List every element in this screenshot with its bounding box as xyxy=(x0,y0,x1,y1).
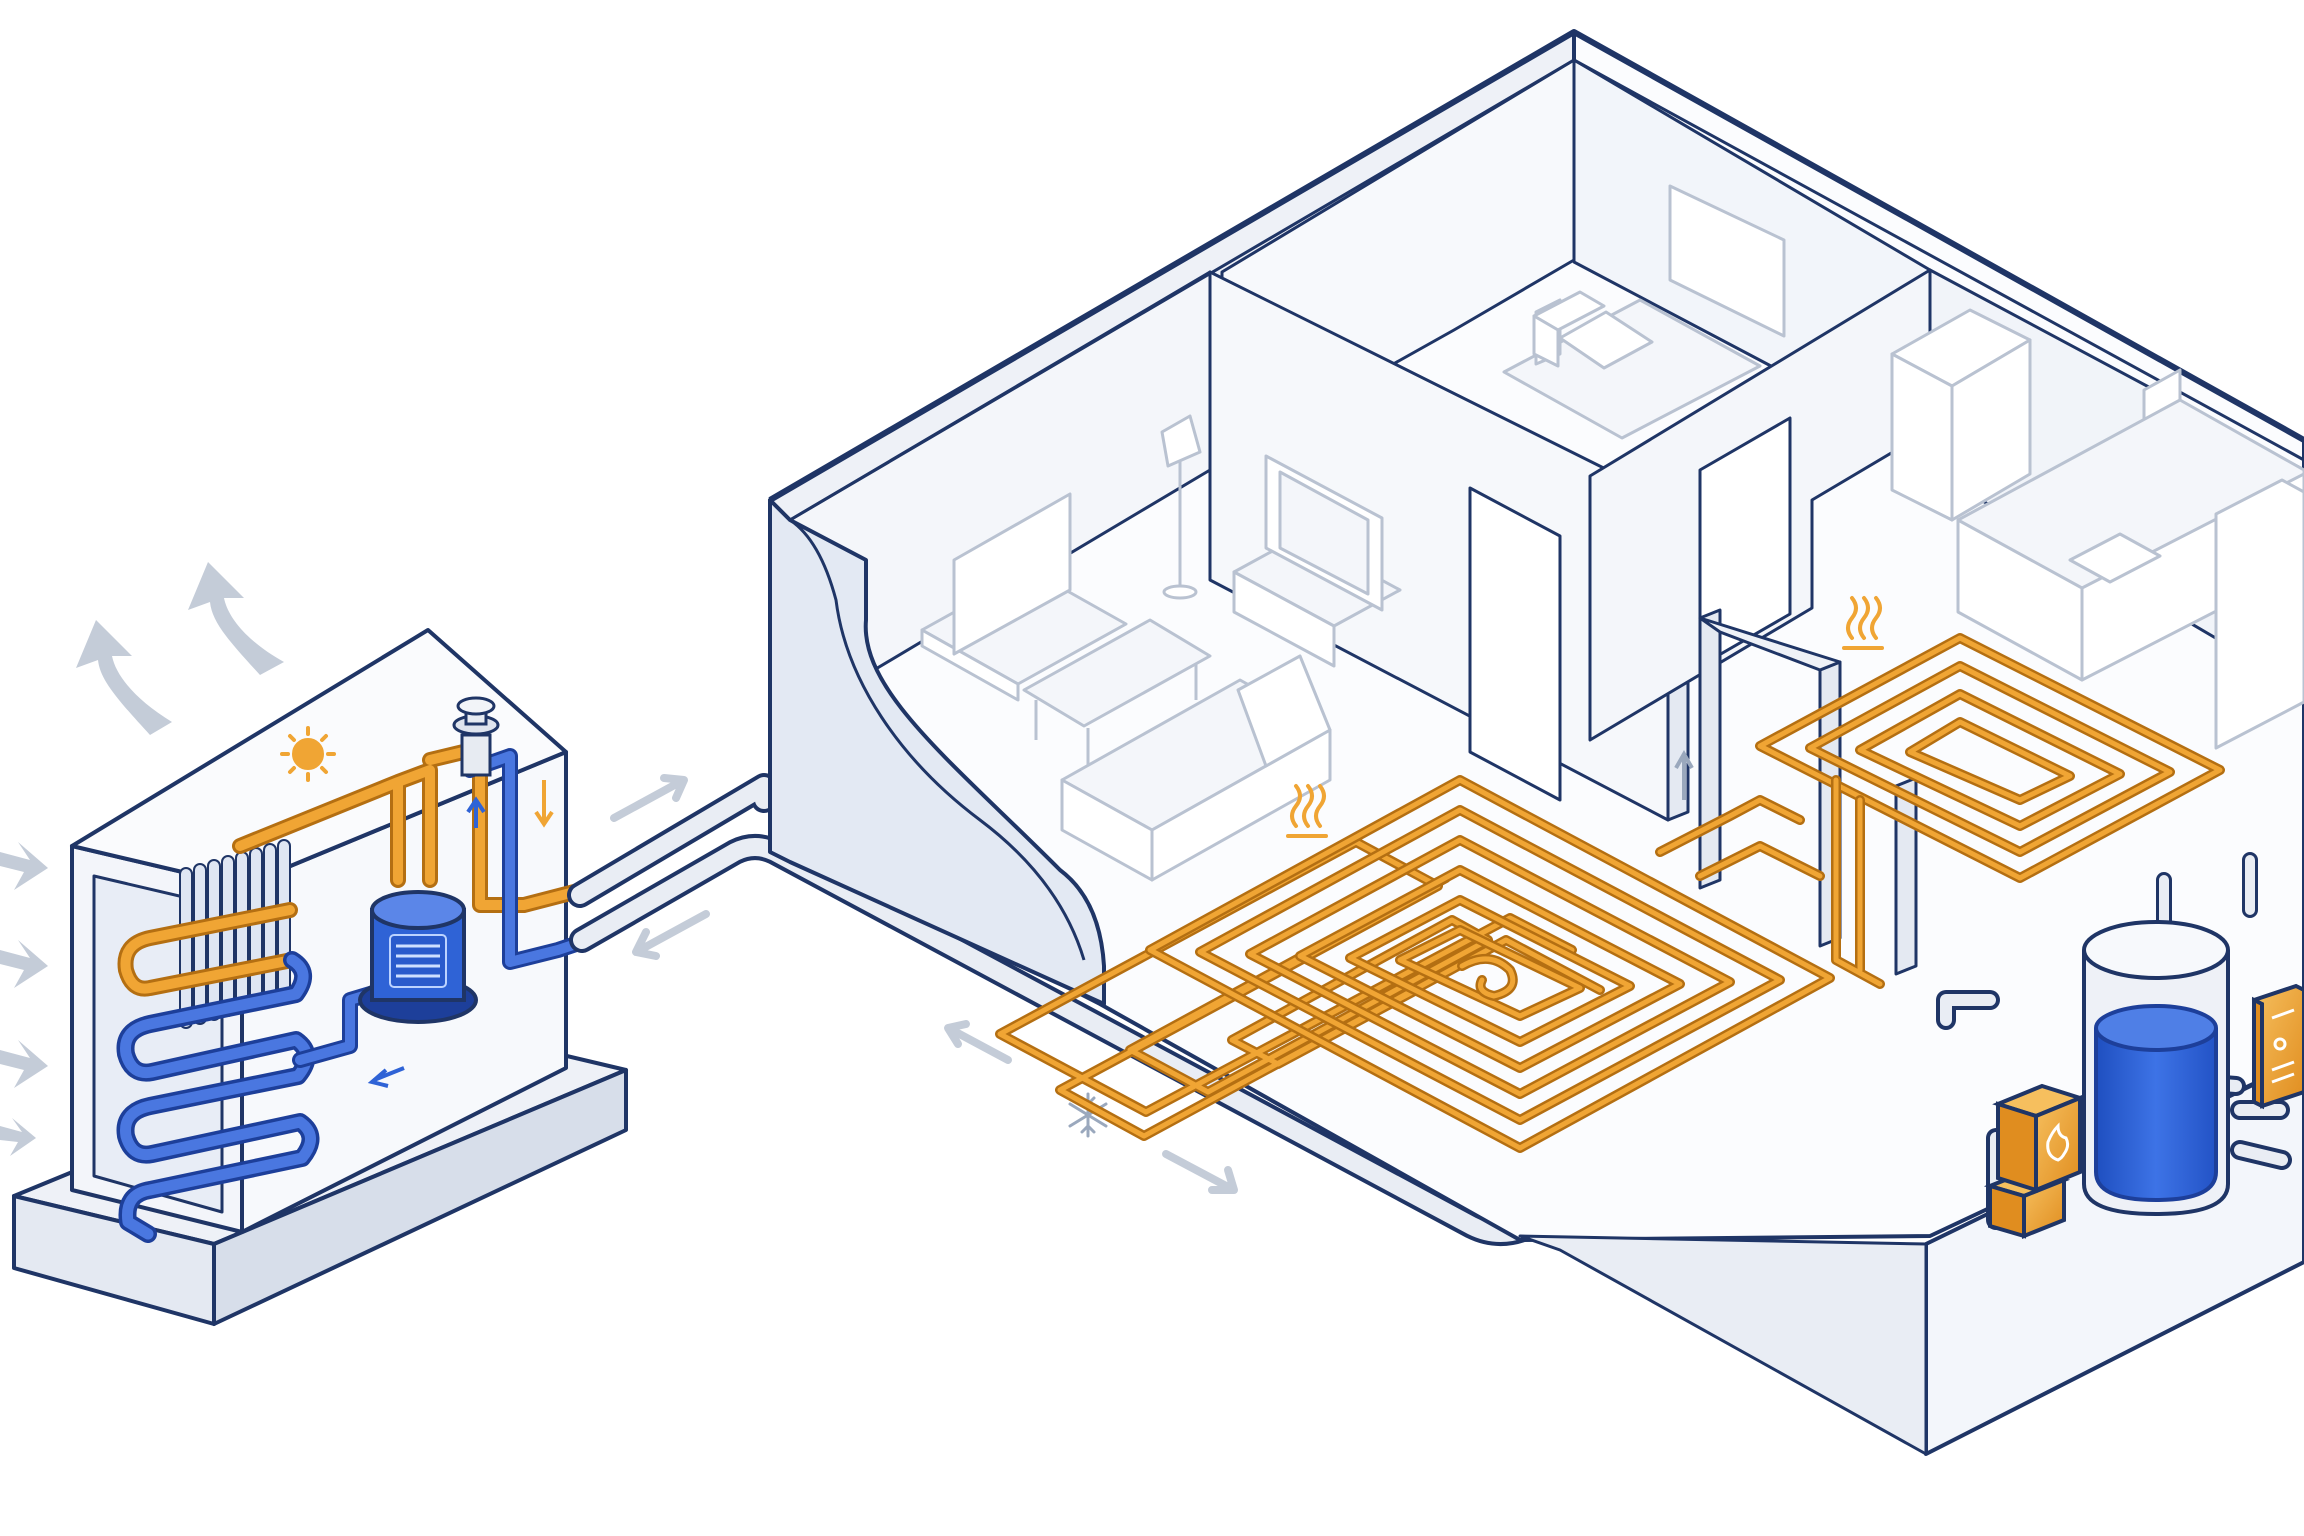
outer-wall-top-edge xyxy=(768,29,2304,503)
evaporator-coil xyxy=(116,839,320,1243)
kitchen-tall-cabinet xyxy=(2214,478,2304,750)
expansion-valve xyxy=(452,696,500,777)
floor-lamp xyxy=(1160,414,1202,600)
wall-mounted-control-box xyxy=(2251,983,2304,1110)
outdoor-heat-pump-unit xyxy=(12,628,628,1326)
unit-flow-arrows xyxy=(367,780,554,1088)
basement-left xyxy=(1518,1234,1928,1456)
flame-icon xyxy=(2046,1122,2070,1162)
sun-icon xyxy=(280,726,336,782)
air-exhaust-arrows xyxy=(76,562,284,735)
air-intake-arrow-3 xyxy=(0,1040,48,1088)
unit-flow-arrow-down xyxy=(534,780,554,828)
underfloor-heating-loop-kitchen xyxy=(1655,633,2225,989)
tv-stand xyxy=(1232,454,1402,668)
heat-waves-icon-living xyxy=(1286,784,1328,838)
underfloor-heating-loop-living-room xyxy=(995,775,1835,1153)
hallway-door-frame xyxy=(1698,608,1722,890)
hot-water-storage-tank xyxy=(2082,920,2230,1217)
unit-flow-arrow-left xyxy=(367,1066,405,1088)
backup-boiler xyxy=(1983,1083,2086,1239)
flow-arrow-from-house xyxy=(632,910,710,960)
riser-flow-arrow xyxy=(1674,749,1694,800)
unit-flow-arrow-up xyxy=(466,796,486,828)
air-intake-arrow-1 xyxy=(0,842,48,890)
wall-cut-edge xyxy=(768,498,1106,1006)
compressor xyxy=(358,890,478,1024)
kitchen-fridge xyxy=(1890,308,2032,522)
air-intake-arrows xyxy=(0,842,48,1156)
sofa xyxy=(1060,654,1332,882)
coffee-table xyxy=(1022,618,1212,768)
living-doorway xyxy=(1468,486,1562,802)
flow-arrow-to-house xyxy=(610,774,688,822)
air-intake-arrow-2 xyxy=(0,940,48,988)
heat-waves-icon-kitchen xyxy=(1842,596,1884,650)
air-intake-arrow-4 xyxy=(0,1118,36,1156)
bedroom-nightstand xyxy=(1532,290,1606,368)
flow-arrow-return-1 xyxy=(944,1020,1012,1064)
air-exhaust-arrow-1 xyxy=(76,620,172,735)
furniture xyxy=(920,184,2304,882)
bedroom-picture xyxy=(1668,184,1786,338)
flow-arrow-return-2 xyxy=(1162,1150,1238,1194)
kitchen-doorway xyxy=(1698,416,1792,668)
control-panel-wall xyxy=(1894,776,1918,976)
living-room-bench xyxy=(920,492,1128,702)
air-exhaust-arrow-2 xyxy=(188,562,284,675)
unit-base-side xyxy=(212,1068,628,1326)
house xyxy=(768,29,2304,1456)
